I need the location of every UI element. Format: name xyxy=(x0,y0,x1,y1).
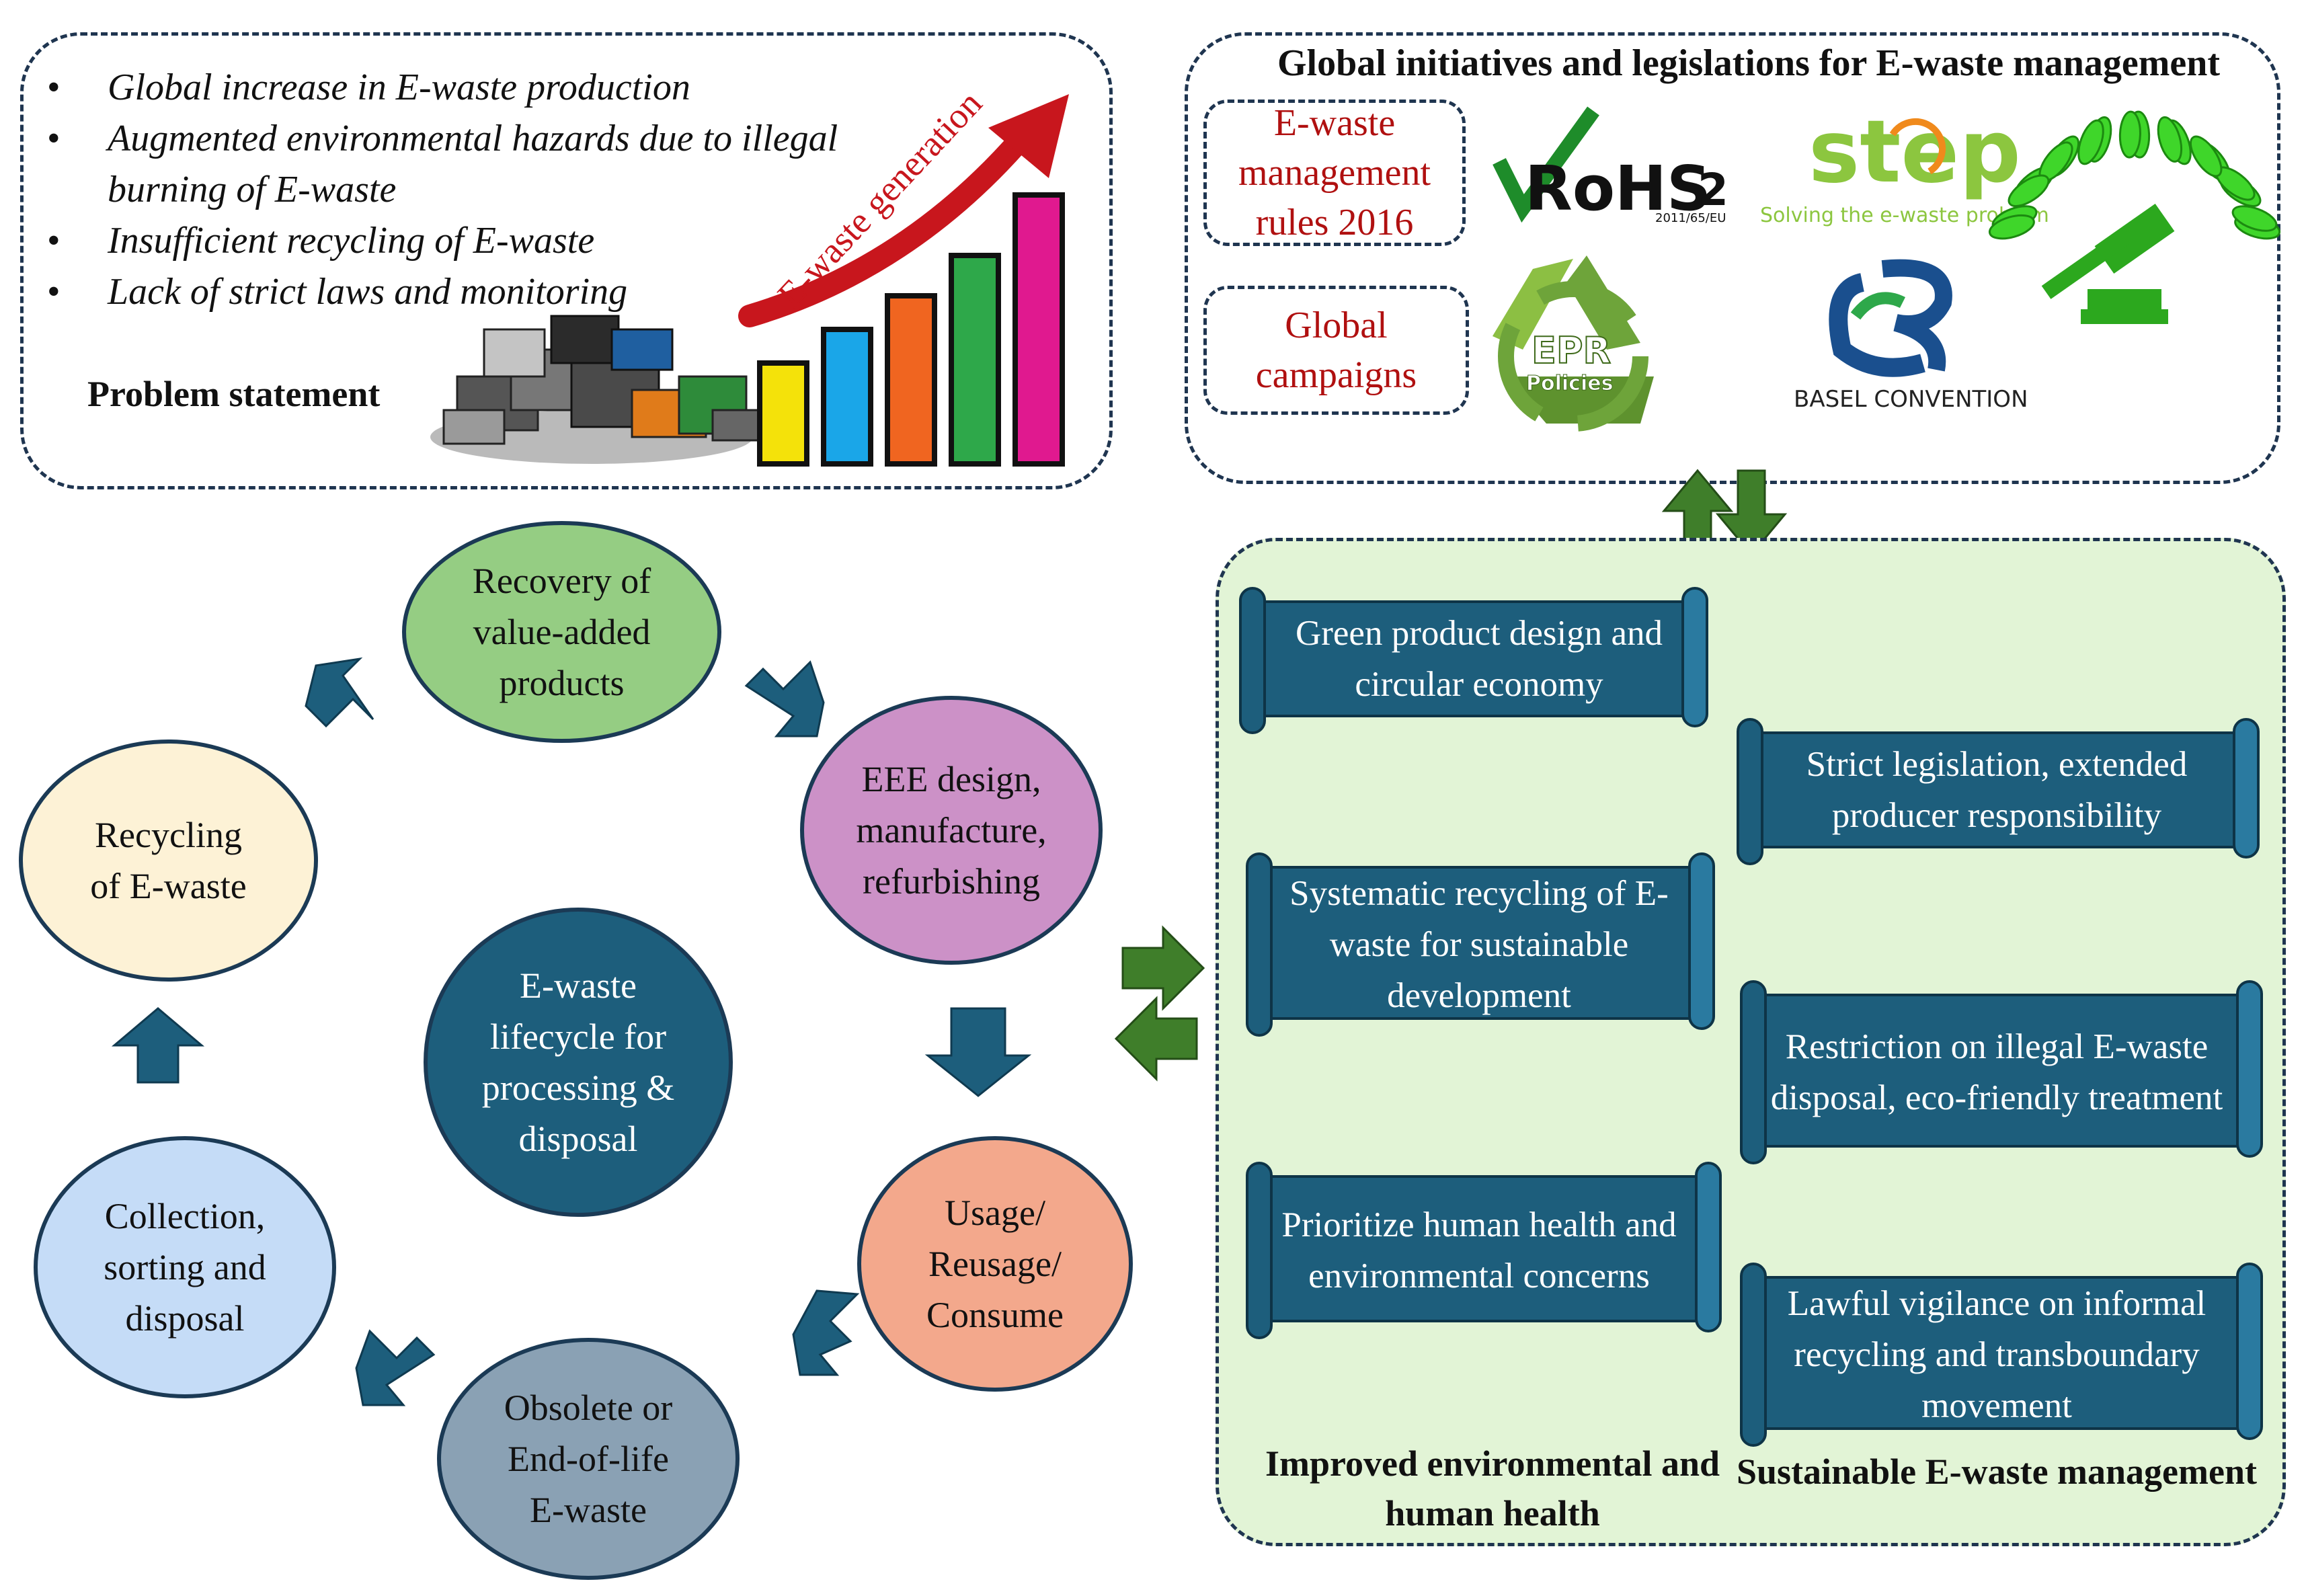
rohs-subtext: 2011/65/EU xyxy=(1655,211,1726,225)
basel-convention-logo: BASEL CONVENTION xyxy=(1794,259,2028,413)
cycle-node-label: Collection, sorting and disposal xyxy=(104,1196,266,1339)
growth-bar xyxy=(821,327,873,467)
problem-bullet: Augmented environmental hazards due to i… xyxy=(40,113,861,215)
down-arrow-icon xyxy=(1715,469,1788,557)
cycle-node-label: Recycling of E-waste xyxy=(90,815,247,906)
laurel-leaf xyxy=(2157,116,2183,163)
global-initiatives-title: Global initiatives and legislations for … xyxy=(1277,42,2221,84)
scroll-banner xyxy=(1740,980,2263,1164)
scroll-banner xyxy=(1246,1162,1722,1339)
laurel-leaf xyxy=(2077,119,2104,165)
cycle-node-label: Usage/ Reusage/ Consume xyxy=(926,1193,1064,1335)
cycle-arrow-icon xyxy=(305,657,374,728)
cycle-node-eee-design: EEE design, manufacture, refurbishing xyxy=(800,696,1103,965)
cycle-node-label: Obsolete or End-of-life E-waste xyxy=(504,1388,673,1530)
cycle-arrow-icon xyxy=(924,1007,1032,1097)
right-arrow-icon xyxy=(1121,925,1205,1011)
left-arrow-icon xyxy=(1114,996,1198,1082)
cycle-node-collection: Collection, sorting and disposal xyxy=(34,1136,336,1398)
problem-bullet: Lack of strict laws and monitoring xyxy=(40,266,861,317)
basel-text: BASEL CONVENTION xyxy=(1794,386,2028,413)
growth-bar xyxy=(885,293,937,467)
cycle-arrow-icon xyxy=(744,660,825,737)
step-logo: step Solving the e-waste problem xyxy=(1760,102,2049,227)
problem-bullet: Global increase in E-waste production xyxy=(40,62,861,113)
cycle-arrow-icon xyxy=(355,1329,436,1406)
epr-subtext: Policies xyxy=(1526,372,1613,395)
cycle-node-recovery: Recovery of value-added products xyxy=(402,521,721,743)
banner-systematic-recycling: Systematic recycling of E-waste for sust… xyxy=(1289,874,1669,1015)
growth-bar xyxy=(757,360,809,467)
scroll-banner xyxy=(1737,718,2260,865)
right-column-caption: Sustainable E-waste management xyxy=(1736,1451,2257,1492)
problem-bullet-list: Global increase in E-waste production Au… xyxy=(40,62,861,317)
rohs-number: 2 xyxy=(1698,164,1728,216)
banner-illegal-disposal: Restriction on illegal E-waste disposal,… xyxy=(1770,1027,2223,1117)
cycle-node-obsolete: Obsolete or End-of-life E-waste xyxy=(437,1338,740,1580)
laurel-leaf xyxy=(2231,205,2278,232)
laurel-leaf xyxy=(2189,135,2223,177)
laurel-leaf xyxy=(2118,110,2141,159)
banner-green-design: Green product design and circular econom… xyxy=(1295,614,1663,704)
scroll-banner xyxy=(1246,852,1715,1037)
rohs-text: RoHS xyxy=(1525,153,1711,225)
banner-lawful-vigilance: Lawful vigilance on informal recycling a… xyxy=(1787,1284,2206,1425)
ewaste-rules-box: E-waste management rules 2016 xyxy=(1203,99,1466,246)
epr-text: EPR xyxy=(1532,329,1611,372)
cycle-arrow-icon xyxy=(792,1289,860,1376)
rohs-logo: RoHS 2 2011/65/EU xyxy=(1493,106,1728,225)
cycle-center: E-waste lifecycle for processing & dispo… xyxy=(424,908,733,1217)
problem-statement-title: Problem statement xyxy=(87,374,381,414)
cycle-center-label: E-waste lifecycle for processing & dispo… xyxy=(481,965,675,1159)
left-column-caption: Improved environmental and human health xyxy=(1265,1443,1720,1533)
global-campaigns-box: Global campaigns xyxy=(1203,286,1469,415)
cycle-node-label: Recovery of value-added products xyxy=(472,561,651,703)
problem-bullet: Insufficient recycling of E-waste xyxy=(40,215,861,266)
laurel-gavel-icon xyxy=(1988,110,2281,324)
banner-human-health: Prioritize human health and environmenta… xyxy=(1281,1205,1677,1295)
cycle-node-recycling: Recycling of E-waste xyxy=(19,740,318,982)
epr-recycle-logo: EPR Policies xyxy=(1493,255,1654,432)
growth-bar xyxy=(949,253,1001,467)
scroll-banner xyxy=(1239,587,1708,734)
laurel-leaf xyxy=(1988,214,2035,240)
problem-statement-panel xyxy=(20,32,1113,489)
growth-bar xyxy=(1012,192,1065,467)
global-initiatives-panel xyxy=(1185,32,2280,484)
cycle-node-usage: Usage/ Reusage/ Consume xyxy=(857,1136,1133,1392)
laurel-leaf xyxy=(2007,174,2050,208)
scroll-banner xyxy=(1740,1263,2263,1447)
cycle-arrow-icon xyxy=(111,1007,205,1084)
cycle-node-label: EEE design, manufacture, refurbishing xyxy=(856,759,1047,902)
banner-strict-legislation: Strict legislation, extended producer re… xyxy=(1806,745,2188,835)
